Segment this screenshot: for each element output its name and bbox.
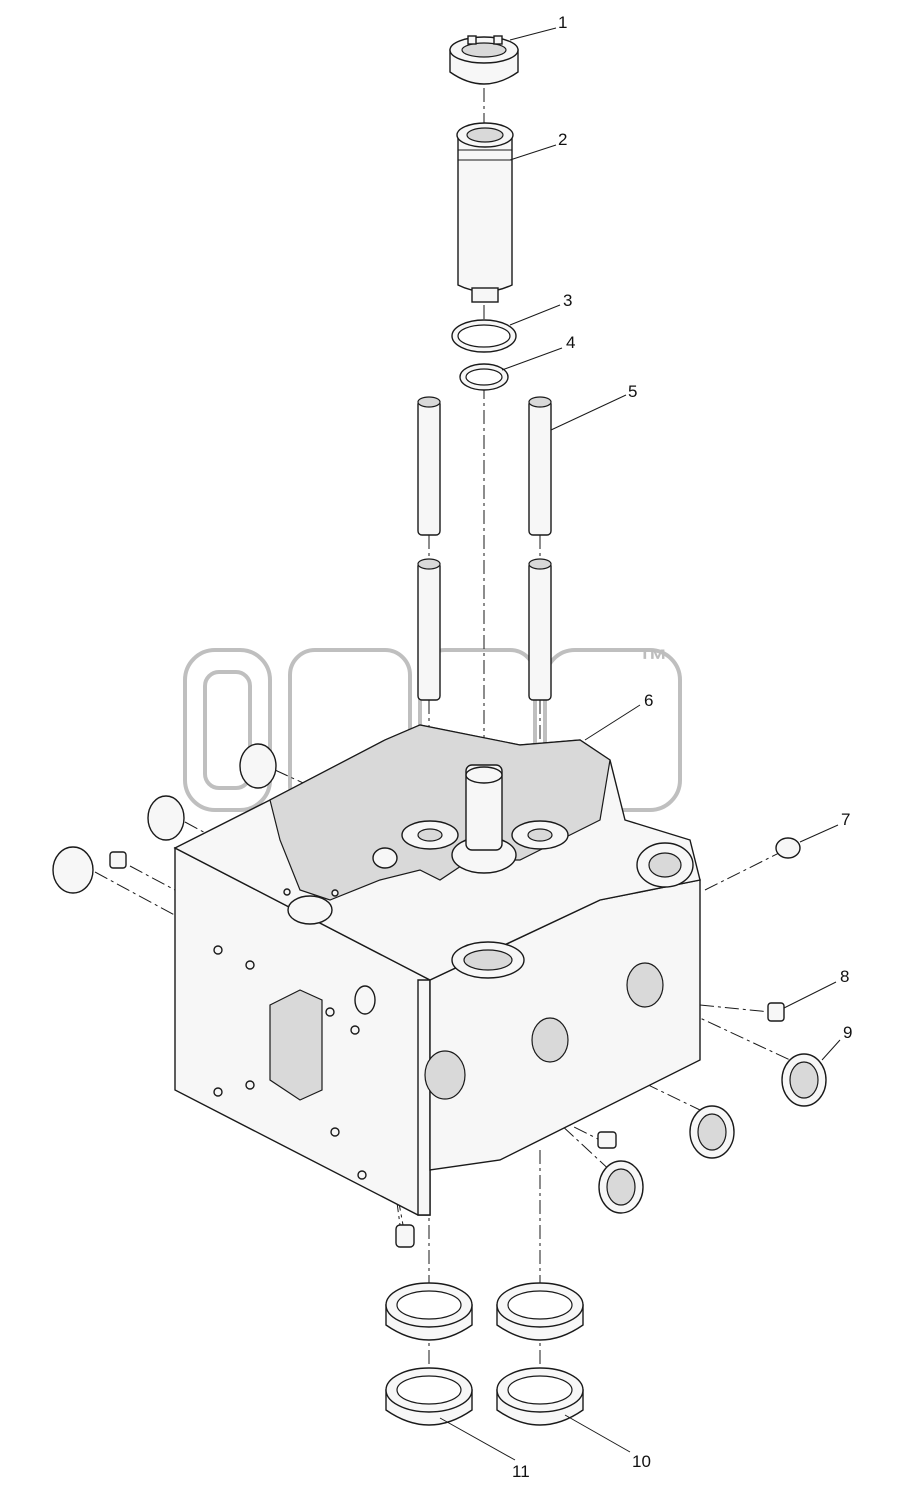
part-2-injector-sleeve	[456, 122, 514, 303]
part-6-cylinder-head	[173, 724, 701, 1216]
callout-2: 2	[558, 130, 567, 149]
callout-5: 5	[628, 382, 637, 401]
callout-10: 10	[632, 1452, 651, 1471]
part-1-sleeve-nut	[449, 35, 519, 85]
leader-lines	[439, 27, 841, 1461]
callout-4: 4	[566, 333, 575, 352]
part-3-o-ring	[451, 319, 517, 353]
part-10-11-seat-rings	[385, 1282, 584, 1426]
callout-7: 7	[841, 810, 850, 829]
callout-8: 8	[840, 967, 849, 986]
part-4-o-ring	[459, 363, 509, 391]
watermark-tm: ™	[638, 644, 668, 677]
part-9-plugs	[598, 1053, 827, 1214]
small-fittings	[395, 837, 801, 1248]
callout-9: 9	[843, 1023, 852, 1042]
callout-3: 3	[563, 291, 572, 310]
callout-6: 6	[644, 691, 653, 710]
bolt-holes	[213, 888, 367, 1180]
left-plugs	[52, 743, 277, 894]
callout-11: 11	[512, 1462, 530, 1481]
part-5-valve-guides	[417, 396, 552, 701]
callout-1: 1	[558, 13, 567, 32]
callout-labels: 1 2 3 4 5 6 7 8 9 10 11	[512, 13, 852, 1481]
